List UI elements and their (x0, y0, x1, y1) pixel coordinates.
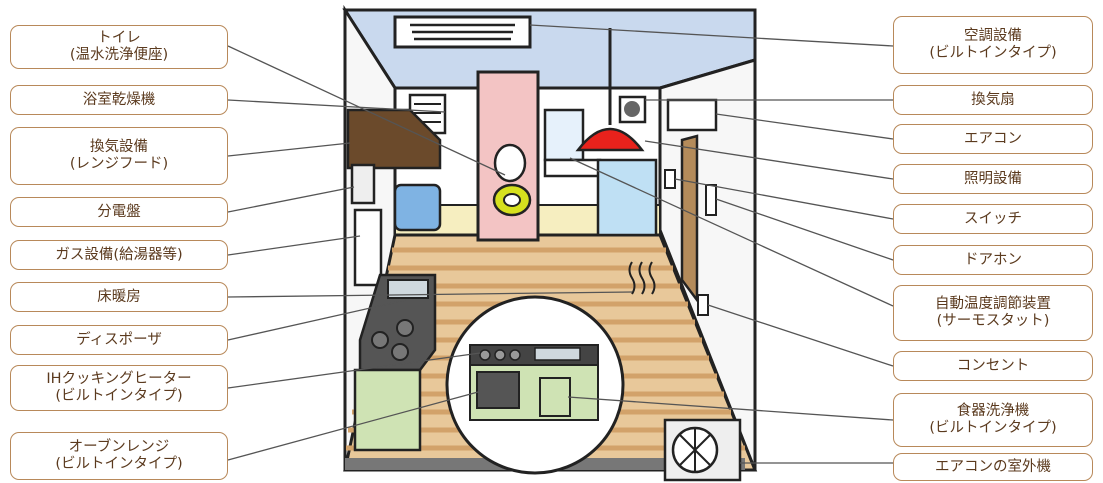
label-doorphone: ドアホン (893, 245, 1093, 275)
label-lighting-line1: 照明設備 (964, 171, 1022, 188)
washer (598, 160, 656, 235)
label-oven-line1: オーブンレンジ (69, 439, 170, 456)
label-outdoor-unit-line1: エアコンの室外機 (935, 459, 1051, 476)
mirror (545, 110, 583, 160)
label-oven: オーブンレンジ (ビルトインタイプ) (10, 432, 228, 480)
gas-unit (355, 210, 381, 285)
label-disposer-line1: ディスポーザ (76, 332, 162, 349)
label-range-hood-line1: 換気設備 (90, 139, 148, 156)
label-thermostat: 自動温度調節装置 (サーモスタット) (893, 285, 1093, 341)
label-aircon-builtin-line2: (ビルトインタイプ) (929, 45, 1056, 62)
label-floor-heating-line1: 床暖房 (97, 289, 141, 306)
label-outlet: コンセント (893, 351, 1093, 381)
label-aircon: エアコン (893, 124, 1093, 154)
door (682, 136, 697, 300)
label-ih: IHクッキングヒーター (ビルトインタイプ) (10, 365, 228, 411)
label-switch: スイッチ (893, 204, 1093, 234)
label-outlet-line1: コンセント (957, 358, 1030, 375)
label-switch-line1: スイッチ (964, 211, 1022, 228)
label-thermostat-line2: (サーモスタット) (937, 313, 1050, 330)
label-aircon-builtin: 空調設備 (ビルトインタイプ) (893, 16, 1093, 74)
label-bath-dryer-line1: 浴室乾燥機 (83, 92, 156, 109)
label-oven-line2: (ビルトインタイプ) (55, 456, 182, 473)
label-outdoor-unit: エアコンの室外機 (893, 453, 1093, 481)
label-panel-line1: 分電盤 (97, 204, 141, 221)
label-fan: 換気扇 (893, 85, 1093, 115)
bathtub (395, 185, 440, 230)
label-fan-line1: 換気扇 (971, 92, 1015, 109)
label-toilet-line1: トイレ (97, 30, 141, 47)
label-dishwasher-line2: (ビルトインタイプ) (929, 420, 1056, 437)
label-doorphone-line1: ドアホン (964, 252, 1022, 269)
label-dishwasher: 食器洗浄機 (ビルトインタイプ) (893, 393, 1093, 447)
panel-unit (352, 165, 374, 203)
label-range-hood: 換気設備 (レンジフード) (10, 127, 228, 185)
outlet-unit (698, 295, 708, 315)
label-aircon-line1: エアコン (964, 131, 1022, 148)
label-disposer: ディスポーザ (10, 325, 228, 355)
dishwasher-unit (540, 378, 570, 416)
label-gas-line1: ガス設備(給湯器等) (55, 247, 182, 264)
label-range-hood-line2: (レンジフード) (70, 156, 168, 173)
aircon-unit (668, 100, 716, 130)
label-ih-line1: IHクッキングヒーター (46, 371, 191, 388)
label-thermostat-line1: 自動温度調節装置 (935, 296, 1051, 313)
label-lighting: 照明設備 (893, 164, 1093, 194)
switch-unit (665, 170, 675, 188)
label-dishwasher-line1: 食器洗浄機 (957, 403, 1030, 420)
label-floor-heating: 床暖房 (10, 282, 228, 312)
label-toilet: トイレ (温水洗浄便座) (10, 25, 228, 69)
label-panel: 分電盤 (10, 197, 228, 227)
oven-unit (477, 372, 519, 408)
label-bath-dryer: 浴室乾燥機 (10, 85, 228, 115)
label-ih-line2: (ビルトインタイプ) (55, 388, 182, 405)
label-aircon-builtin-line1: 空調設備 (964, 28, 1022, 45)
label-gas: ガス設備(給湯器等) (10, 240, 228, 270)
toilet-tank (495, 145, 525, 181)
doorphone-unit (706, 185, 716, 215)
label-toilet-line2: (温水洗浄便座) (70, 47, 168, 64)
